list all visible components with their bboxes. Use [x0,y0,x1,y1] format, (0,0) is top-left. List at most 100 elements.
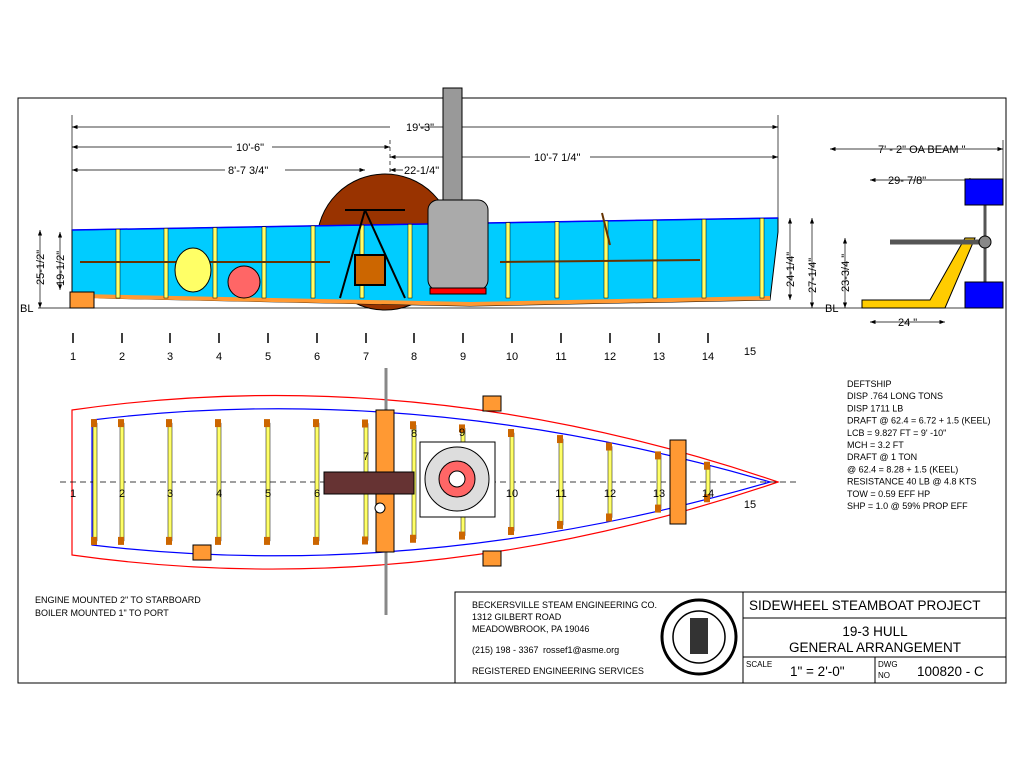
frame-knee [508,526,514,535]
station-label: 14 [702,351,714,363]
keel [79,294,771,307]
frame-knee [264,419,270,428]
spec-line: TOW = 0.59 EFF HP [847,489,930,499]
spec-line: DRAFT @ 1 TON [847,452,917,462]
paddle-lower [964,281,1004,309]
station-label: 10 [506,351,518,363]
plan-station-label: 1 [70,488,76,500]
frame-knee [459,424,465,433]
frame-knee [655,451,661,460]
plan-station-label: 11 [555,488,566,500]
note-engine: ENGINE MOUNTED 2" TO STARBOARD [35,595,201,605]
project-title: SIDEWHEEL STEAMBOAT PROJECT [749,598,981,613]
fuel-tank [174,247,212,293]
plan-station-label: 14 [702,488,714,500]
spec-line: DRAFT @ 62.4 = 6.72 + 1.5 (KEEL) [847,416,991,426]
plan-frame [119,422,125,542]
paddle-upper [964,178,1004,206]
plan-station-label: 3 [167,488,173,500]
spec-line: RESISTANCE 40 LB @ 4.8 KTS [847,477,977,487]
plan-frame [607,446,613,518]
station-label: 12 [604,351,616,363]
profile-frame [407,224,413,299]
plan-frame [216,422,222,542]
spec-line: @ 62.4 = 8.28 + 1.5 (KEEL) [847,464,958,474]
plan-station-label: 10 [506,488,518,500]
profile-frame [554,221,560,299]
dim-wheel-offset: 29- 7/8" [888,175,926,187]
plan-frame [558,438,564,526]
station-label: 11 [555,351,566,363]
frame-knee [410,534,416,543]
dim-wheel-to-bow: 10'-7 1/4" [534,152,580,164]
dwg-label: DWG [878,660,898,669]
smokestack [442,87,463,209]
frame-knee [557,435,563,444]
profile-frame [115,228,121,299]
frame-knee [91,536,97,545]
dim-engine-offset: 22-1/4" [404,165,439,177]
frame-knee [166,536,172,545]
frame-knee [118,419,124,428]
frame-knee [410,421,416,430]
frame-knee [215,536,221,545]
plan-frame [314,422,320,542]
station-label: 9 [460,351,466,363]
frame-knee [264,536,270,545]
dwg-number: 100820 - C [917,664,984,679]
frame-knee [704,494,710,503]
hull-outline-sheer [71,394,780,570]
hull-section [861,237,976,309]
boiler [427,199,489,291]
plan-station-label: 4 [216,488,222,500]
company-address2: MEADOWBROOK, PA 19046 [472,624,589,634]
frame-knee [557,520,563,529]
station-label: 6 [314,351,320,363]
station-label: 5 [265,351,271,363]
dim-overall-length: 19'-3" [406,122,434,134]
profile-frame [603,220,609,299]
spec-line: MCH = 3.2 FT [847,440,904,450]
dim-to-engine: 8'-7 3/4" [228,165,268,177]
buoy [227,265,261,299]
plan-frame [92,422,98,542]
company-name: BECKERSVILLE STEAM ENGINEERING CO. [472,600,657,610]
plan-station-label: 13 [653,488,665,500]
dim-to-wheel-center: 10'-6" [236,142,264,154]
plan-frame [167,422,173,542]
baseline-label: BL [20,303,33,315]
dim-oa-beam: 7' - 2" OA BEAM " [878,144,966,156]
plan-station-label: 8 [411,428,417,440]
frame-knee [313,536,319,545]
note-boiler: BOILER MOUNTED 1" TO PORT [35,608,169,618]
spec-line: DEFTSHIP [847,379,892,389]
frame-knee [362,419,368,428]
dim-bow-height-outer: 27-1/4" [807,258,819,293]
spec-line: DISP .764 LONG TONS [847,391,943,401]
frame-knee [362,536,368,545]
dim-section-height: 23-3/4 " [840,254,852,292]
dim-bow-height-inner: 24-1/4" [785,252,797,287]
engine-cylinder-plan [323,471,415,495]
spec-line: LCB = 9.827 FT = 9' -10" [847,428,946,438]
scale-value: 1" = 2'-0" [790,664,845,679]
station-label: 2 [119,351,125,363]
plan-frame [265,422,271,542]
drawing-title-line1: 19-3 HULL [842,624,908,639]
frame-knee [459,531,465,540]
dim-bottom-width: 24 " [898,317,917,329]
plan-station-label: 7 [363,451,369,463]
plan-frame [509,432,515,532]
frame-knee [704,461,710,470]
profile-frame [759,218,765,299]
company-phone: (215) 198 - 3367 [472,645,539,655]
profile-frame [505,222,511,299]
section-baseline-label: BL [825,303,838,315]
profile-frame [701,219,707,299]
profile-view: 19'-3" 10'-6" 10'-7 1/4" 8'-7 3/4" 22-1/… [20,87,840,363]
station-label: 13 [653,351,665,363]
frame-knee [655,504,661,513]
